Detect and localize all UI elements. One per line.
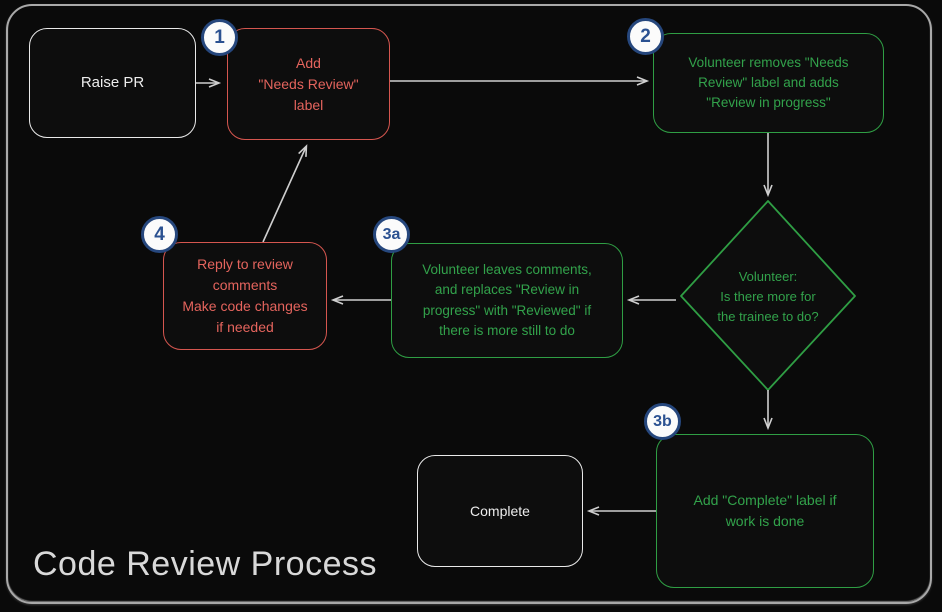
node-step3a-volunteer-leaves-comments: Volunteer leaves comments, and replaces … <box>391 243 623 358</box>
step-badge-3a: 3a <box>373 216 410 253</box>
node-step2-volunteer-removes-label: Volunteer removes "Needs Review" label a… <box>653 33 884 133</box>
node-step4-reply-to-comments: Reply to review comments Make code chang… <box>163 242 327 350</box>
node-step1-add-needs-review: Add "Needs Review" label <box>227 28 390 140</box>
step-badge-1: 1 <box>201 19 238 56</box>
node-step3b-add-complete-label: Add "Complete" label if work is done <box>656 434 874 588</box>
arrow-step4-to-step1 <box>262 144 308 243</box>
node-raise-pr: Raise PR <box>29 28 196 138</box>
diagram-title: Code Review Process <box>33 545 377 583</box>
slide-frame <box>6 4 932 604</box>
node-complete: Complete <box>417 455 583 567</box>
step-badge-4: 4 <box>141 216 178 253</box>
step-badge-2: 2 <box>627 18 664 55</box>
node-decision-label: Volunteer: Is there more for the trainee… <box>717 268 819 325</box>
step-badge-3b: 3b <box>644 403 681 440</box>
